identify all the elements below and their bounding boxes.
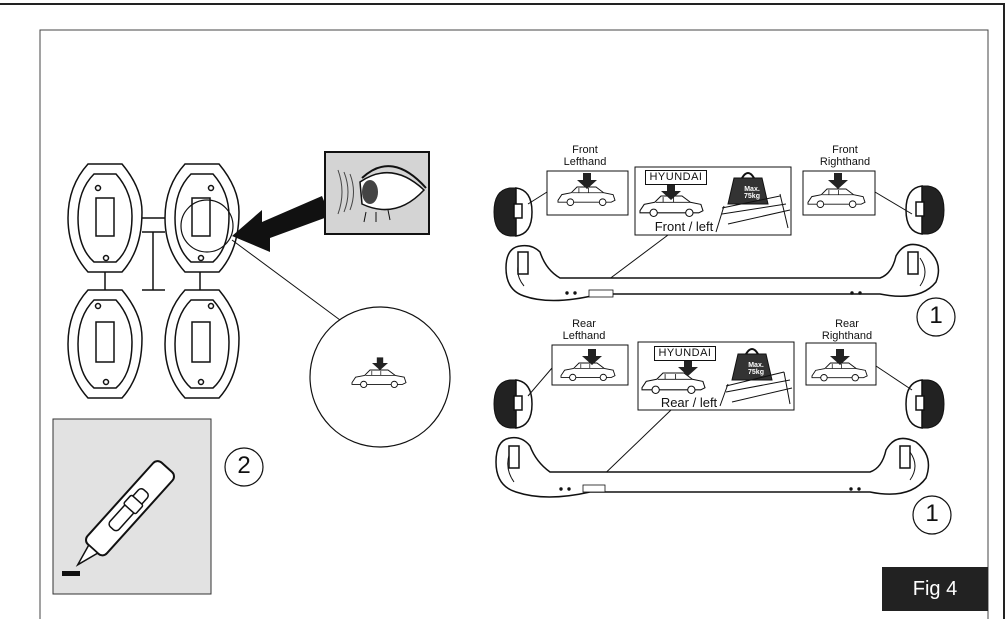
position-label: Rear / left [660, 395, 718, 410]
rear-lefthand-label: Rear Lefthand [562, 318, 606, 342]
figure-label: Fig 4 [882, 567, 988, 611]
arrow-icon [232, 196, 330, 252]
front-bar [505, 243, 940, 302]
magnifier-ring [180, 199, 234, 253]
callout-number: 1 [929, 302, 943, 329]
front-righthand-foot [905, 185, 945, 235]
front-lefthand-foot [493, 187, 533, 237]
rear-righthand-foot [905, 379, 945, 429]
rear-bar [495, 436, 930, 498]
front-righthand-label: Front Righthand [819, 144, 871, 168]
weight-icon [715, 172, 791, 233]
callout-number: 1 [925, 500, 939, 527]
eye-icon [324, 151, 430, 235]
position-label: Front / left [654, 219, 714, 234]
callout-number: 2 [237, 452, 251, 479]
weight-label: Max. 75kg [744, 186, 760, 200]
utility-knife-icon [52, 418, 212, 595]
brand-label: HYUNDAI [654, 346, 716, 361]
rear-righthand-label: Rear Righthand [821, 318, 873, 342]
front-lefthand-label: Front Lefthand [563, 144, 607, 168]
weight-label: Max. 75kg [748, 362, 764, 376]
rear-lefthand-foot [493, 379, 533, 429]
brand-label: HYUNDAI [645, 170, 707, 185]
weight-icon [719, 348, 793, 407]
pad-sprue [67, 163, 240, 399]
